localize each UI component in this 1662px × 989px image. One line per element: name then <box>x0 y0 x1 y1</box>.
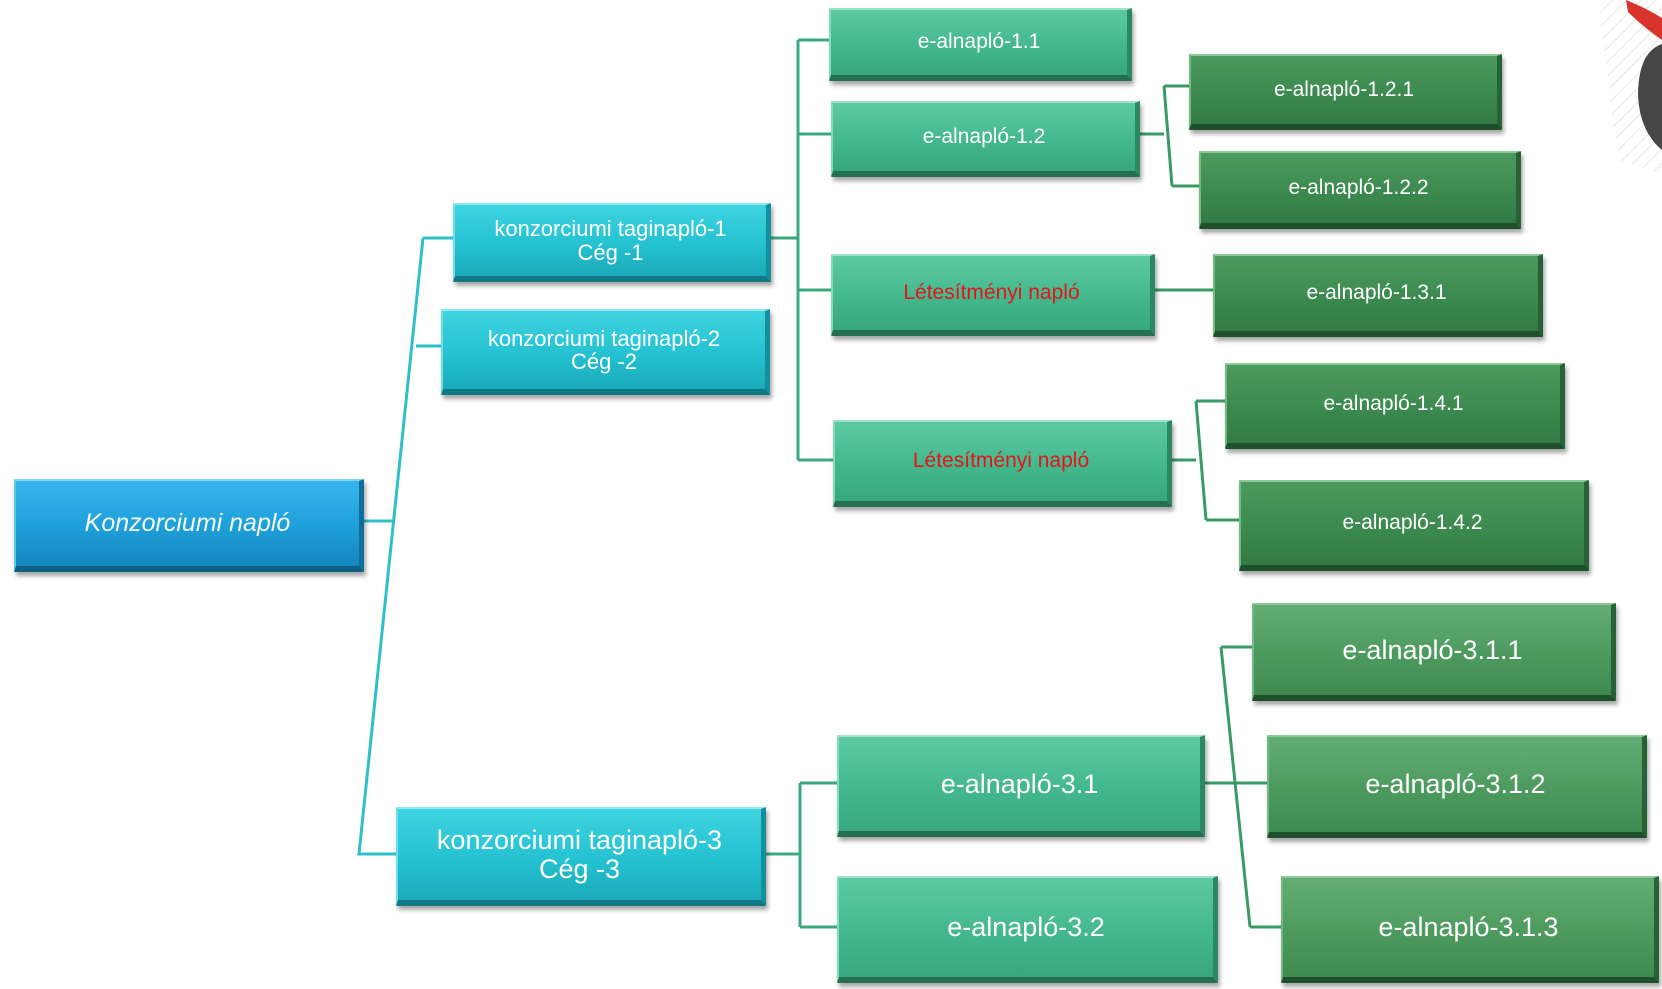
sub-log-node-1-4-2: e-alnapló-1.4.2 <box>1239 480 1589 571</box>
sub-log-node-1-2-2-label: e-alnapló-1.2.2 <box>1288 175 1429 199</box>
member-node-3-line1: konzorciumi taginapló-3 <box>436 825 723 856</box>
connector-3-1-to-leaves <box>1200 645 1282 929</box>
sub-log-node-3-1-3-label: e-alnapló-3.1.3 <box>1378 912 1559 943</box>
sub-log-node-1-4-2-label: e-alnapló-1.4.2 <box>1342 511 1483 535</box>
connector-1-4-to-leaves <box>1168 399 1240 522</box>
sub-log-node-1-3-1: e-alnapló-1.3.1 <box>1213 254 1543 337</box>
connector-member3-to-children <box>765 781 838 929</box>
sub-log-node-3-2-label: e-alnapló-3.2 <box>947 912 1105 943</box>
sub-log-node-3-1-2: e-alnapló-3.1.2 <box>1267 735 1647 838</box>
sub-log-node-1-4-1: e-alnapló-1.4.1 <box>1225 363 1565 449</box>
root-node-label: Konzorciumi napló <box>84 509 291 538</box>
member-node-1: konzorciumi taginapló-1 Cég -1 <box>453 203 771 282</box>
sub-log-node-1-2: e-alnapló-1.2 <box>831 101 1140 177</box>
sub-log-node-1-1: e-alnapló-1.1 <box>829 8 1132 81</box>
member-node-1-line2: Cég -1 <box>577 239 644 265</box>
facility-log-node-2-label: Létesítményi napló <box>912 449 1090 473</box>
sub-log-node-3-1: e-alnapló-3.1 <box>837 735 1205 837</box>
connector-root-to-members <box>357 236 455 856</box>
member-node-2-line2: Cég -2 <box>570 349 638 374</box>
member-node-2-line1: konzorciumi taginapló-2 <box>487 325 721 351</box>
connector-1-2-to-leaves <box>1138 84 1200 188</box>
member-node-3-line2: Cég -3 <box>538 853 621 884</box>
sub-log-node-1-2-1-label: e-alnapló-1.2.1 <box>1273 77 1415 101</box>
sub-log-node-1-1-label: e-alnapló-1.1 <box>917 30 1041 54</box>
sub-log-node-1-2-1: e-alnapló-1.2.1 <box>1189 54 1502 130</box>
sub-log-node-3-1-1: e-alnapló-3.1.1 <box>1252 603 1616 701</box>
member-node-2: konzorciumi taginapló-2 Cég -2 <box>441 309 770 395</box>
facility-log-node-1: Létesítményi napló <box>831 254 1155 336</box>
root-node: Konzorciumi napló <box>14 479 364 572</box>
facility-log-node-2: Létesítményi napló <box>833 420 1172 507</box>
sub-log-node-1-2-2: e-alnapló-1.2.2 <box>1199 151 1521 229</box>
sub-log-node-3-1-1-label: e-alnapló-3.1.1 <box>1342 634 1523 665</box>
sub-log-node-1-2-label: e-alnapló-1.2 <box>922 124 1046 148</box>
sub-log-node-3-2: e-alnapló-3.2 <box>837 876 1218 983</box>
sub-log-node-1-3-1-label: e-alnapló-1.3.1 <box>1306 281 1447 305</box>
sub-log-node-3-1-label: e-alnapló-3.1 <box>940 768 1099 799</box>
sub-log-node-3-1-2-label: e-alnapló-3.1.2 <box>1365 769 1546 800</box>
connector-member1-to-children <box>770 38 834 462</box>
member-node-3: konzorciumi taginapló-3 Cég -3 <box>396 807 766 906</box>
member-node-1-line1: konzorciumi taginapló-1 <box>494 216 727 242</box>
sub-log-node-1-4-1-label: e-alnapló-1.4.1 <box>1323 391 1464 415</box>
red-logo-icon <box>1598 0 1662 175</box>
sub-log-node-3-1-3: e-alnapló-3.1.3 <box>1281 876 1659 983</box>
facility-log-node-1-label: Létesítményi napló <box>903 280 1080 304</box>
